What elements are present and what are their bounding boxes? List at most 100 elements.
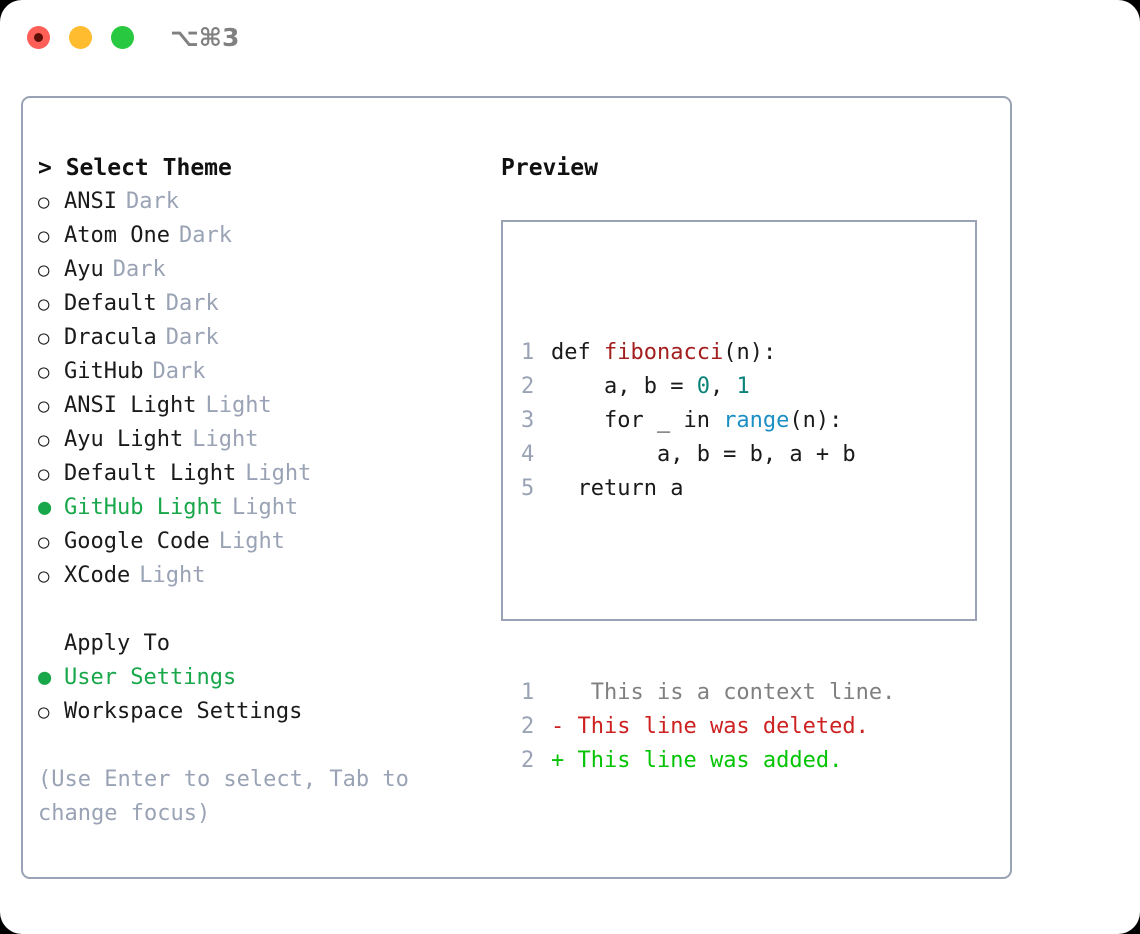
code-line: 2 a, b = 0, 1 <box>521 370 895 404</box>
code-line: 5 return a <box>521 472 895 506</box>
theme-list-item[interactable]: ○ GitHub Dark <box>38 355 488 389</box>
radio-unselected-icon: ○ <box>38 361 50 383</box>
theme-variant-badge: Light <box>205 393 272 418</box>
apply-to-label: Workspace Settings <box>64 699 303 724</box>
line-number: 2 <box>521 748 535 773</box>
line-number: 2 <box>521 374 535 399</box>
theme-variant-badge: Dark <box>112 257 166 282</box>
code-token: 1 <box>736 374 750 399</box>
diff-marker <box>551 676 564 710</box>
code-line-content: a, b = b, a + b <box>551 438 856 472</box>
radio-selected-icon: ● <box>38 495 52 520</box>
theme-name: Dracula <box>64 325 157 350</box>
preview-heading: Preview <box>501 155 598 181</box>
apply-to-list: ● User Settings ○ Workspace Settings <box>38 661 488 729</box>
radio-unselected-icon: ○ <box>38 701 50 723</box>
traffic-lights <box>27 26 134 49</box>
theme-variant-badge: Dark <box>152 359 206 384</box>
radio-unselected-icon: ○ <box>38 327 50 349</box>
theme-variant-badge: Dark <box>165 325 219 350</box>
code-token: for _ in <box>551 408 724 433</box>
code-line-content: a, b = 0, 1 <box>551 370 750 404</box>
apply-to-option[interactable]: ○ Workspace Settings <box>38 695 488 729</box>
diff-line: 2- This line was deleted. <box>521 710 895 744</box>
radio-unselected-icon: ○ <box>38 191 50 213</box>
theme-variant-badge: Dark <box>165 291 219 316</box>
radio-unselected-icon: ○ <box>38 565 50 587</box>
theme-list-item[interactable]: ○ Google Code Light <box>38 525 488 559</box>
line-number: 5 <box>521 476 535 501</box>
theme-list-item[interactable]: ○ Ayu Dark <box>38 253 488 287</box>
line-number: 4 <box>521 442 535 467</box>
code-token: fibonacci <box>603 340 724 365</box>
code-token: range <box>723 408 790 433</box>
theme-list-item[interactable]: ○ Dracula Dark <box>38 321 488 355</box>
theme-name: ANSI Light <box>64 393 197 418</box>
theme-list-item[interactable]: ○ Default Light Light <box>38 457 488 491</box>
apply-to-option[interactable]: ● User Settings <box>38 661 488 695</box>
title-bar: ⌥⌘3 <box>0 0 1140 76</box>
code-line-content: def fibonacci(n): <box>551 336 776 370</box>
radio-unselected-icon: ○ <box>38 225 50 247</box>
apply-to-label: User Settings <box>64 665 237 690</box>
radio-unselected-icon: ○ <box>38 531 50 553</box>
diff-line: 1 This is a context line. <box>521 676 895 710</box>
theme-name: Google Code <box>64 529 210 554</box>
theme-list-item[interactable]: ○ ANSI Dark <box>38 185 488 219</box>
diff-lines: 1 This is a context line.2- This line wa… <box>521 676 895 778</box>
theme-name: Default Light <box>64 461 237 486</box>
maximize-button-icon[interactable] <box>111 26 134 49</box>
code-diff-separator <box>521 574 895 608</box>
code-line-content: return a <box>551 472 683 506</box>
theme-name: GitHub <box>64 359 144 384</box>
code-token: def <box>551 340 604 365</box>
theme-variant-badge: Light <box>218 529 285 554</box>
theme-name: Default <box>64 291 157 316</box>
code-token: (n): <box>723 340 777 365</box>
diff-text: This line was added. <box>564 748 843 773</box>
apply-to-spacer <box>38 593 488 627</box>
select-theme-heading: > Select Theme <box>38 155 232 181</box>
theme-variant-badge: Dark <box>178 223 232 248</box>
radio-unselected-icon: ○ <box>38 463 50 485</box>
theme-variant-badge: Light <box>245 461 312 486</box>
code-line-content: for _ in range(n): <box>551 404 842 438</box>
line-number: 3 <box>521 408 535 433</box>
code-line: 1 def fibonacci(n): <box>521 336 895 370</box>
line-number: 1 <box>521 680 535 705</box>
code-line: 3 for _ in range(n): <box>521 404 895 438</box>
code-token: , <box>709 374 737 399</box>
radio-unselected-icon: ○ <box>38 395 50 417</box>
code-token: (n): <box>789 408 843 433</box>
theme-list-item[interactable]: ○ ANSI Light Light <box>38 389 488 423</box>
line-number: 1 <box>521 340 535 365</box>
theme-name: Ayu <box>64 257 104 282</box>
minimize-button-icon[interactable] <box>69 26 92 49</box>
window-title: ⌥⌘3 <box>170 23 240 52</box>
theme-name: Ayu Light <box>64 427 184 452</box>
code-token: a, b = <box>551 374 697 399</box>
close-button-icon[interactable] <box>27 26 50 49</box>
keyboard-hint: (Use Enter to select, Tab to change focu… <box>38 767 423 826</box>
theme-variant-badge: Dark <box>125 189 179 214</box>
radio-selected-icon: ● <box>38 665 52 690</box>
code-token: return a <box>551 476 684 501</box>
theme-variant-badge: Light <box>139 563 206 588</box>
theme-name: ANSI <box>64 189 117 214</box>
theme-variant-badge: Light <box>192 427 259 452</box>
diff-marker: + <box>551 748 565 773</box>
radio-unselected-icon: ○ <box>38 259 50 281</box>
diff-text: This is a context line. <box>564 680 896 705</box>
code-line: 4 a, b = b, a + b <box>521 438 895 472</box>
